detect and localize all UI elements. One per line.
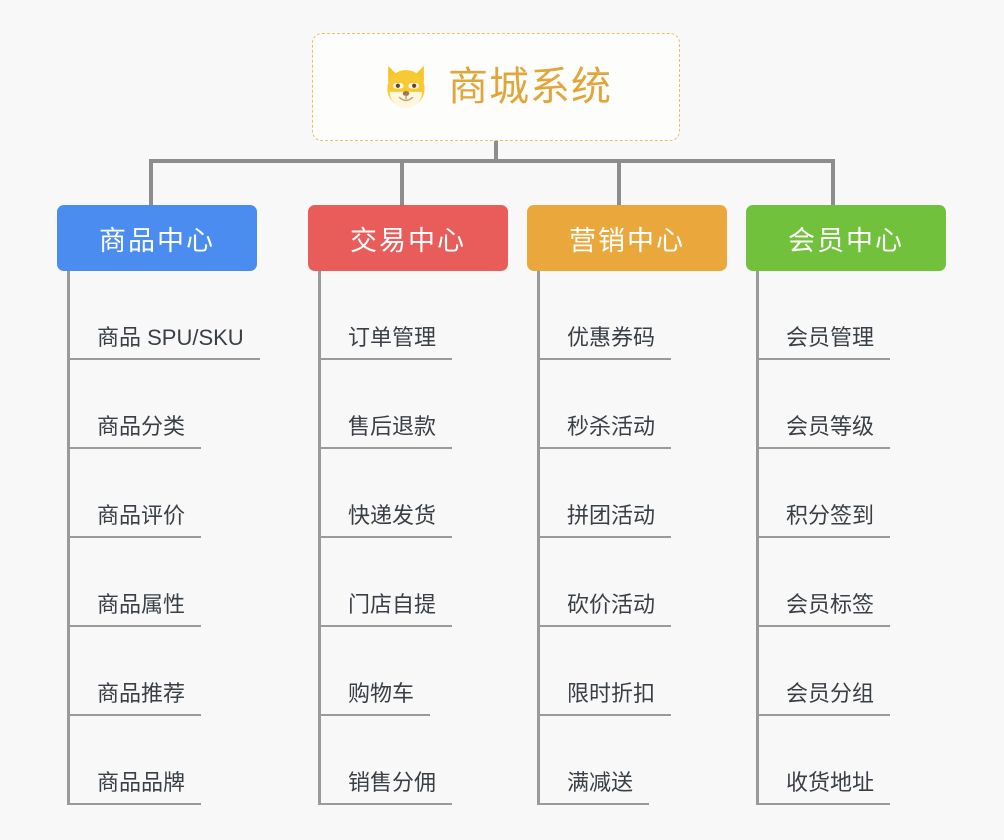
leaf-list-trade: 订单管理 售后退款 快递发货 门店自提 购物车 销售分佣 [308,271,508,805]
list-item[interactable]: 售后退款 [318,360,508,449]
list-item[interactable]: 会员分组 [756,627,946,716]
list-item[interactable]: 销售分佣 [318,716,508,805]
leaf-label: 商品评价 [67,503,202,538]
list-item[interactable]: 商品 SPU/SKU [67,271,260,360]
leaf-label: 销售分佣 [318,770,453,805]
leaf-label: 商品属性 [67,592,202,627]
leaf-label: 积分签到 [756,503,891,538]
list-item[interactable]: 商品评价 [67,449,257,538]
root-node[interactable]: 商城系统 [312,33,680,141]
leaf-label: 砍价活动 [537,592,672,627]
leaf-label: 限时折扣 [537,681,672,716]
category-header-product[interactable]: 商品中心 [57,205,257,271]
leaf-list-member: 会员管理 会员等级 积分签到 会员标签 会员分组 收货地址 [746,271,946,805]
category-header-trade[interactable]: 交易中心 [308,205,508,271]
list-item[interactable]: 门店自提 [318,538,508,627]
leaf-label: 商品 SPU/SKU [67,325,260,360]
connector-drop-2 [400,159,404,205]
category-header-marketing[interactable]: 营销中心 [527,205,727,271]
leaf-label: 满减送 [537,770,650,805]
leaf-spine [756,271,759,805]
connector-root-stem [494,141,498,161]
leaf-label: 商品推荐 [67,681,202,716]
list-item[interactable]: 会员标签 [756,538,946,627]
list-item[interactable]: 秒杀活动 [537,360,727,449]
category-column-trade: 交易中心 订单管理 售后退款 快递发货 门店自提 购物车 销售分佣 [308,205,508,805]
root-label: 商城系统 [448,65,612,109]
leaf-label: 秒杀活动 [537,414,672,449]
leaf-label: 会员等级 [756,414,891,449]
leaf-spine [67,271,70,805]
leaf-label: 门店自提 [318,592,453,627]
leaf-spine [537,271,540,805]
category-header-member[interactable]: 会员中心 [746,205,946,271]
list-item[interactable]: 购物车 [318,627,508,716]
category-column-marketing: 营销中心 优惠券码 秒杀活动 拼团活动 砍价活动 限时折扣 满减送 [527,205,727,805]
list-item[interactable]: 商品品牌 [67,716,257,805]
connector-drop-4 [831,159,835,205]
list-item[interactable]: 砍价活动 [537,538,727,627]
category-column-member: 会员中心 会员管理 会员等级 积分签到 会员标签 会员分组 收货地址 [746,205,946,805]
category-label: 交易中心 [350,225,466,256]
connector-drop-1 [149,159,153,205]
leaf-label: 拼团活动 [537,503,672,538]
leaf-label: 会员标签 [756,592,891,627]
list-item[interactable]: 优惠券码 [537,271,727,360]
list-item[interactable]: 限时折扣 [537,627,727,716]
leaf-label: 优惠券码 [537,325,672,360]
leaf-label: 会员管理 [756,325,891,360]
leaf-label: 商品品牌 [67,770,202,805]
list-item[interactable]: 会员等级 [756,360,946,449]
leaf-label: 收货地址 [756,770,891,805]
category-column-product: 商品中心 商品 SPU/SKU 商品分类 商品评价 商品属性 商品推荐 商品品牌 [57,205,260,805]
leaf-spine [318,271,321,805]
connector-horizontal-bus [149,159,835,163]
list-item[interactable]: 快递发货 [318,449,508,538]
list-item[interactable]: 商品分类 [67,360,257,449]
category-label: 营销中心 [569,225,685,256]
leaf-label: 快递发货 [318,503,453,538]
list-item[interactable]: 拼团活动 [537,449,727,538]
list-item[interactable]: 积分签到 [756,449,946,538]
leaf-list-marketing: 优惠券码 秒杀活动 拼团活动 砍价活动 限时折扣 满减送 [527,271,727,805]
list-item[interactable]: 收货地址 [756,716,946,805]
leaf-label: 购物车 [318,681,431,716]
leaf-label: 会员分组 [756,681,891,716]
list-item[interactable]: 商品推荐 [67,627,257,716]
shiba-dog-face-icon [380,61,432,113]
connector-drop-3 [617,159,621,205]
list-item[interactable]: 会员管理 [756,271,946,360]
list-item[interactable]: 满减送 [537,716,727,805]
category-label: 会员中心 [788,225,904,256]
leaf-label: 商品分类 [67,414,202,449]
list-item[interactable]: 订单管理 [318,271,508,360]
list-item[interactable]: 商品属性 [67,538,257,627]
leaf-list-product: 商品 SPU/SKU 商品分类 商品评价 商品属性 商品推荐 商品品牌 [57,271,260,805]
leaf-label: 售后退款 [318,414,453,449]
leaf-label: 订单管理 [318,325,453,360]
category-label: 商品中心 [99,225,215,256]
